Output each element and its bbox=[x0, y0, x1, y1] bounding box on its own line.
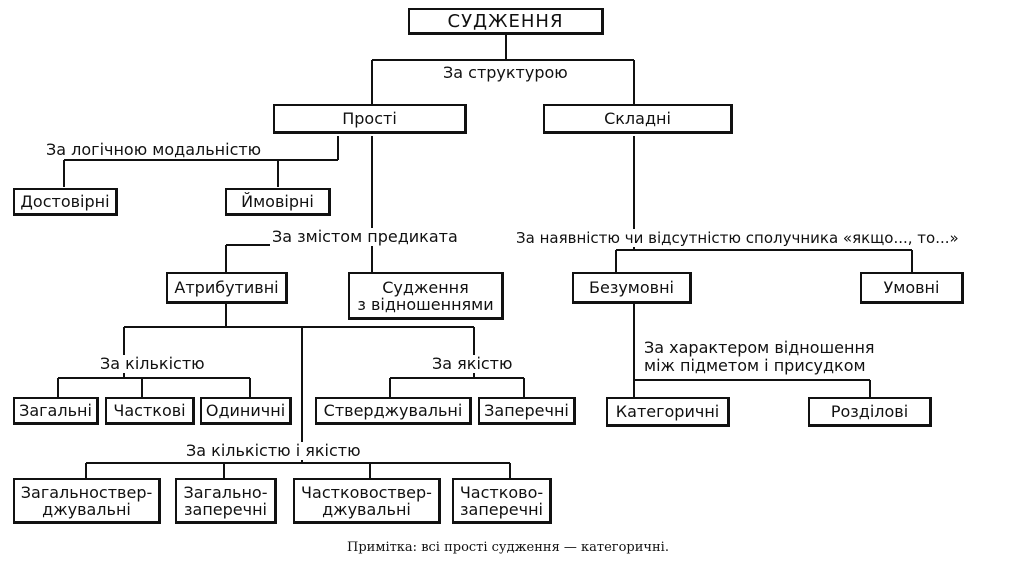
label-za-strukturoiu: За структурою bbox=[441, 63, 570, 82]
node-odynychni: Одиничні bbox=[200, 397, 292, 425]
label-za-modalnistiu: За логічною модальністю bbox=[44, 140, 264, 159]
label-za-kilkistiu: За кількістю bbox=[98, 354, 207, 373]
label-za-yakistiu: За якістю bbox=[430, 354, 515, 373]
node-skladni: Складні bbox=[543, 104, 733, 134]
node-root: СУДЖЕННЯ bbox=[408, 8, 604, 35]
node-zaperechni: Заперечні bbox=[478, 397, 576, 425]
label-za-spoluchnykom: За наявністю чи відсутністю сполучника «… bbox=[514, 229, 961, 247]
node-zahalni: Загальні bbox=[13, 397, 99, 425]
node-rozdilovi: Розділові bbox=[808, 397, 932, 427]
node-zahalnozaper: Загально- заперечні bbox=[175, 478, 277, 524]
label-za-kilkistiu-i-yakistiu: За кількістю і якістю bbox=[184, 441, 363, 460]
node-katehorychni: Категоричні bbox=[606, 397, 730, 427]
node-ymovirni: Ймовірні bbox=[225, 188, 331, 216]
node-umovni: Умовні bbox=[860, 272, 964, 304]
node-bezumovni: Безумовні bbox=[572, 272, 692, 304]
node-chastkovi: Часткові bbox=[105, 397, 195, 425]
node-vidnoshennia: Судження з відношеннями bbox=[348, 272, 504, 320]
node-prosti: Прості bbox=[273, 104, 467, 134]
label-za-zmistom: За змістом предиката bbox=[270, 227, 460, 246]
footnote: Примітка: всі прості судження — категори… bbox=[347, 540, 669, 555]
node-chastkovozaper: Частково- заперечні bbox=[452, 478, 552, 524]
node-atrybutyvni: Атрибутивні bbox=[166, 272, 288, 304]
node-stverdzhuvalni: Стверджувальні bbox=[315, 397, 472, 425]
node-chastkovostverdzh: Частковоствер- джувальні bbox=[293, 478, 441, 524]
label-za-kharakterom: За характером відношення між підметом і … bbox=[642, 338, 877, 375]
node-dostovirni: Достовірні bbox=[13, 188, 118, 216]
node-zahalnostverdzh: Загальноствер- джувальні bbox=[13, 478, 161, 524]
